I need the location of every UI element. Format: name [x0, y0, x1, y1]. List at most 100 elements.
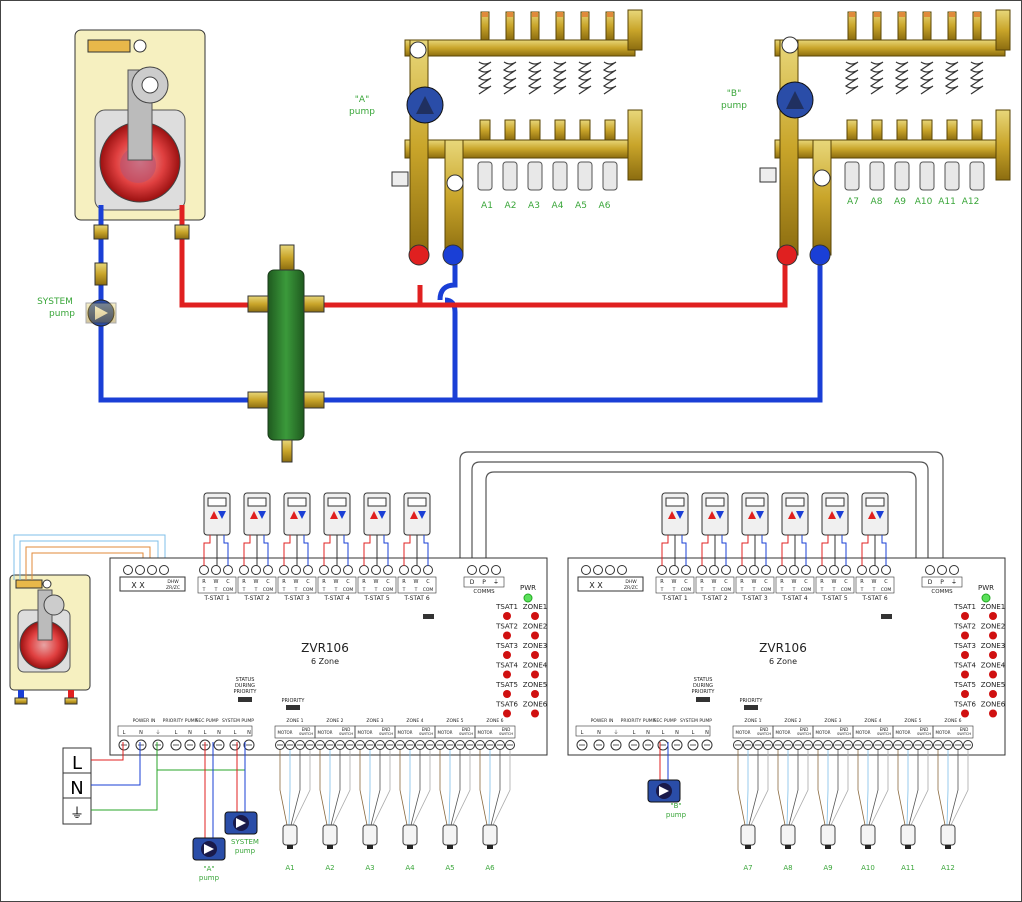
terminal-screw	[199, 565, 209, 575]
tstat-pin: R	[780, 579, 784, 585]
return-fitting	[921, 119, 933, 141]
tstat-pin: C	[724, 579, 728, 585]
manifold-b	[759, 9, 1011, 266]
tsat-label: TSAT5	[953, 681, 976, 689]
wire-blue	[761, 535, 767, 566]
wire-blue	[303, 535, 309, 566]
zone-led	[531, 612, 539, 620]
zone-led	[989, 670, 997, 679]
tstat-pin: W	[752, 579, 757, 585]
thermostat-up-icon	[250, 511, 258, 519]
actuator-base	[487, 845, 493, 849]
tsat-led	[961, 670, 969, 679]
switch-label: SWITCH	[339, 732, 353, 736]
terminal-group-label: SYSTEM PUMP	[222, 718, 254, 724]
boiler-small	[9, 574, 91, 705]
tstat-pin: T	[414, 587, 418, 593]
wire-red	[403, 535, 411, 566]
terminal-pin-label: L	[692, 730, 695, 736]
zone-label-b: A7	[847, 197, 859, 207]
thermostat-screen	[207, 497, 227, 507]
wire-blue	[841, 535, 847, 566]
terminal-group-label: PRIORITY PUMP	[163, 718, 198, 724]
comms-label: COMMS	[931, 589, 953, 595]
zone-label-a: A2	[505, 201, 517, 211]
tstat-pin: W	[712, 579, 717, 585]
zone-led-label: ZONE1	[523, 603, 547, 611]
comms-label: COMMS	[473, 589, 495, 595]
return-fitting	[946, 119, 958, 141]
switch-label: SWITCH	[379, 732, 393, 736]
comms-pin: ⏚	[951, 579, 957, 586]
tsat-led	[961, 651, 969, 659]
wire-red	[363, 535, 371, 566]
return-fitting	[604, 119, 616, 141]
tstat-pin: R	[820, 579, 824, 585]
tsat-led	[503, 690, 511, 698]
zone-label-a: A4	[552, 201, 564, 211]
actuator-wire	[399, 750, 408, 826]
thermostat-screen	[407, 497, 427, 507]
zone-label-a: A3	[528, 201, 540, 211]
terminal-screw	[617, 565, 627, 575]
terminal-screw	[937, 565, 947, 575]
switch-label: SWITCH	[957, 732, 971, 736]
actuator-wire	[408, 750, 411, 826]
tstat-pin: T	[322, 587, 326, 593]
tstat-pin: T	[242, 587, 246, 593]
terminal-screw	[223, 565, 233, 575]
zone-led-label: ZONE2	[523, 623, 547, 631]
actuator-base	[945, 845, 951, 849]
status-label: DURING	[235, 683, 255, 689]
tstat-pin: COM	[761, 587, 772, 593]
flow-meter-coil	[869, 61, 884, 95]
actuator-wire	[332, 750, 351, 826]
tstat-pin: T	[362, 587, 366, 593]
a-pump-label-2: pump	[349, 107, 375, 117]
actuator-wire	[370, 750, 381, 826]
comms-pin: P	[940, 579, 944, 586]
power-wiring	[91, 742, 669, 838]
actuator-zone-label: A5	[445, 864, 454, 872]
end-label: END	[502, 727, 511, 732]
terminal-screw	[291, 565, 301, 575]
terminal-screw	[777, 565, 787, 575]
zone-label-b: A9	[894, 197, 906, 207]
tstat-pin: T	[740, 587, 744, 593]
actuator-wire	[746, 750, 749, 826]
thermostat-up-icon	[668, 511, 676, 519]
actuator-base	[287, 845, 293, 849]
tstat-pin: R	[282, 579, 286, 585]
actuator-wire	[452, 750, 471, 826]
tstat-pin: T	[334, 587, 338, 593]
model-subtitle: 6 Zone	[311, 657, 339, 666]
actuator-head	[552, 161, 568, 191]
tstat-label: T-STAT 4	[323, 595, 349, 602]
terminal-screw	[319, 565, 329, 575]
zone-led	[989, 612, 997, 620]
thermostat-down-icon	[796, 511, 804, 519]
terminal-pin-label: N	[705, 730, 709, 736]
flow-meter-coil	[552, 61, 567, 95]
terminal-screw	[383, 565, 393, 575]
thermostat-up-icon	[748, 511, 756, 519]
tsat-label: TSAT5	[495, 681, 518, 689]
actuator-zone-label: A1	[285, 864, 294, 872]
tsat-label: TSAT1	[953, 603, 976, 611]
comms-pin: ⏚	[493, 579, 499, 586]
end-label: END	[960, 727, 969, 732]
comms-pin: D	[928, 579, 933, 586]
terminal-screw	[749, 565, 759, 575]
thermostat-down-icon	[836, 511, 844, 519]
zone-group-label: ZONE 3	[824, 718, 841, 724]
wire-red	[861, 535, 869, 566]
thermostat-screen	[745, 497, 765, 507]
actuator-head	[869, 161, 885, 191]
switch-label: SWITCH	[499, 732, 513, 736]
actuator-wire	[948, 750, 959, 826]
actuator-head-icon	[442, 824, 458, 846]
valve-cap	[557, 12, 563, 17]
power-ground: ⏚	[70, 806, 84, 822]
